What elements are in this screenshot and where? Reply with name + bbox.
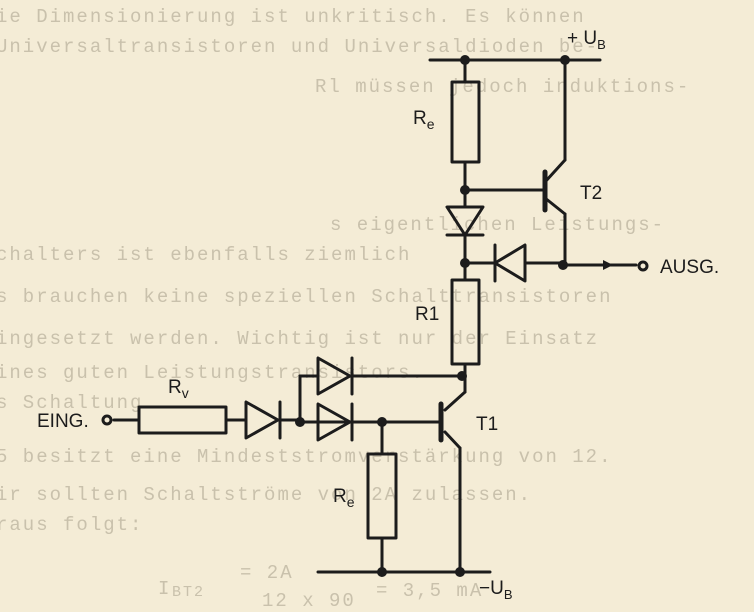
ghost-line-1: ie Dimensionierung ist unkritisch. Es kö… <box>0 6 586 28</box>
resistor-r1-label: R1 <box>415 304 439 325</box>
diode-upper <box>316 356 352 396</box>
junction-output <box>558 260 568 270</box>
ghost-line-5: chalters ist ebenfalls ziemlich <box>0 244 412 266</box>
transistor-t1-label: T1 <box>476 414 498 435</box>
junction-t1-base <box>377 417 387 427</box>
junction-rail-left <box>460 55 470 65</box>
diode-vertical <box>445 205 485 237</box>
resistor-rv-label: Rv <box>168 377 189 401</box>
ghost-formula-i: I <box>158 578 172 600</box>
resistor-re-top <box>450 80 481 164</box>
ghost-line-6: s brauchen keine speziellen Schalttransi… <box>0 286 613 308</box>
resistor-re-bottom-label: Re <box>333 486 355 510</box>
output-label: AUSG. <box>660 257 719 278</box>
resistor-re-bottom <box>366 452 398 540</box>
ghost-line-12: raus folgt: <box>0 514 144 536</box>
t1-collector-lead <box>443 390 467 412</box>
ghost-formula-numerator: = 2A <box>240 562 294 584</box>
junction-rail-right <box>560 55 570 65</box>
input-label: EING. <box>37 411 89 432</box>
t1-emitter-lead <box>443 430 462 450</box>
junction-rail-neg-right <box>455 567 465 577</box>
ghost-formula-sub: BT2 <box>172 584 206 601</box>
ghost-line-2: Universaltransistoren und Universaldiode… <box>0 36 600 58</box>
ghost-formula-result: = 3,5 mA <box>376 580 484 602</box>
ghost-line-9: s Schaltung <box>0 392 144 414</box>
diode-horizontal <box>493 243 527 283</box>
junction-t2-base <box>460 185 470 195</box>
junction-r1-top <box>460 258 470 268</box>
resistor-re-top-label: Re <box>413 108 435 132</box>
supply-positive-label: + UB <box>567 28 606 52</box>
t2-collector-lead <box>543 196 567 216</box>
output-terminal[interactable] <box>637 260 649 272</box>
transistor-t2-label: T2 <box>580 183 602 204</box>
resistor-rv <box>137 405 228 435</box>
resistor-r1 <box>450 278 481 366</box>
input-terminal[interactable] <box>101 414 113 426</box>
supply-negative-label: −UB <box>479 578 513 602</box>
junction-dots <box>295 55 570 577</box>
junction-diode-branch <box>295 417 305 427</box>
t2-emitter-lead <box>543 158 567 184</box>
diode-lower <box>316 402 352 442</box>
ghost-line-11: ir sollten Schaltströme von 2A zulassen. <box>0 484 533 506</box>
ghost-formula-denominator: 12 x 90 <box>262 590 356 612</box>
junction-t1-collector <box>457 371 467 381</box>
diode-input <box>244 400 280 440</box>
ghost-line-10: 5 besitzt eine Mindeststromverstärkung v… <box>0 446 613 468</box>
junction-rail-neg-left <box>377 567 387 577</box>
